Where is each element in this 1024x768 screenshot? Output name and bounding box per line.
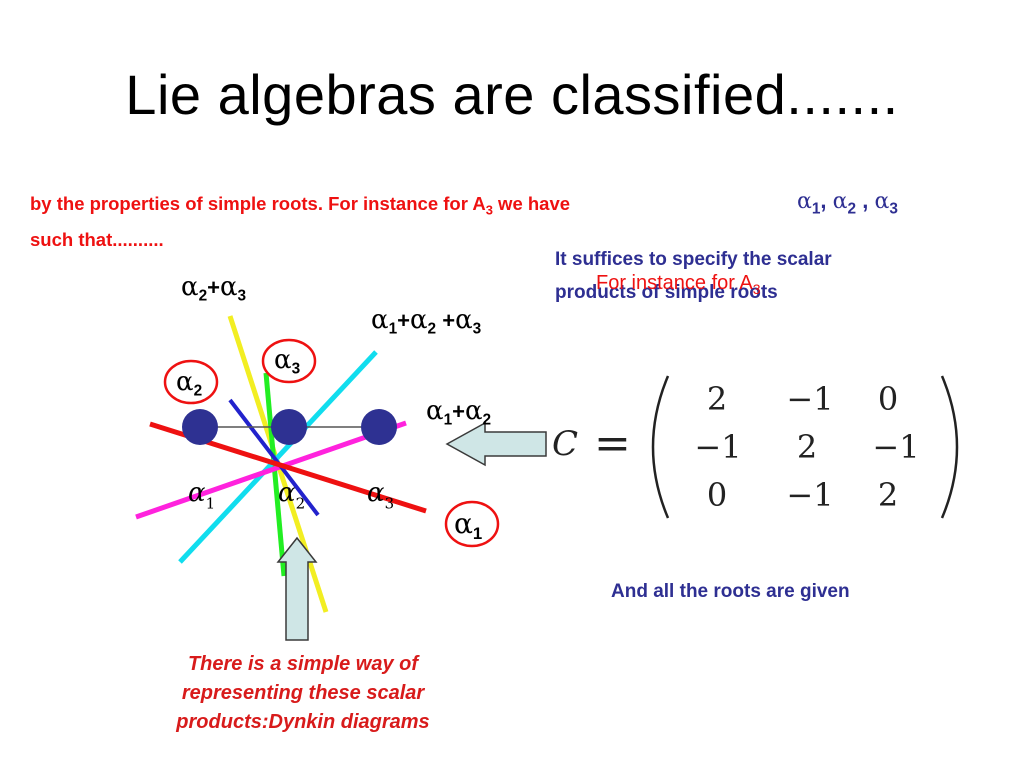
- root-line-green: [263, 372, 287, 577]
- matrix-cell: 0: [706, 476, 728, 514]
- alpha-symbol: α: [426, 396, 444, 426]
- matrix-equals: =: [594, 418, 631, 469]
- alpha-symbol: α: [797, 189, 812, 214]
- alpha-subscript: 2: [198, 287, 208, 305]
- alpha-subscript: 2: [427, 320, 437, 338]
- label-a2: α2: [176, 367, 202, 400]
- root-line-magenta: [135, 420, 407, 520]
- scalar-note-line-2: products of simple roots: [555, 282, 778, 303]
- matrix-lhs: C: [552, 424, 579, 464]
- plus-sign: +: [452, 399, 465, 424]
- alpha-subscript: 3: [291, 360, 301, 378]
- intro-line-1: by the properties of simple roots. For i…: [30, 193, 570, 218]
- highlight-ellipse-a2: [163, 359, 219, 405]
- matrix-cell: −1: [694, 428, 742, 466]
- matrix-cell: 0: [877, 380, 899, 418]
- alpha-subscript: 2: [295, 494, 306, 513]
- left-arrow: [445, 421, 547, 467]
- alpha-subscript: 2: [847, 200, 857, 218]
- alpha-subscript: 2: [482, 411, 492, 429]
- alpha-symbol: α: [371, 305, 389, 335]
- alpha-subscript: 1: [388, 320, 398, 338]
- alpha-subscript: 3: [889, 200, 898, 218]
- alpha-symbol: α: [176, 367, 194, 397]
- alpha-symbol: α: [409, 305, 428, 335]
- up-arrow: [276, 536, 318, 641]
- alpha-symbol: α: [464, 396, 483, 426]
- plus-sign: +: [436, 308, 456, 333]
- alpha-symbol: α: [274, 345, 292, 375]
- dynkin-node-label-2: α2: [278, 478, 305, 513]
- label-a1: α1: [454, 507, 482, 544]
- matrix-cell: −1: [786, 476, 834, 514]
- label-a3: α3: [274, 345, 300, 378]
- intro-text: by the properties of simple roots. For i…: [30, 193, 486, 214]
- alpha-subscript: 1: [811, 200, 821, 218]
- alpha-symbol: α: [832, 189, 848, 214]
- matrix-left-paren: [651, 375, 670, 519]
- simple-roots-list: α1, α2 , α3: [797, 188, 898, 218]
- alpha-symbol: α: [278, 478, 296, 508]
- dynkin-node-label-3: α3: [367, 478, 394, 513]
- alpha-subscript: 1: [443, 411, 453, 429]
- overlap-text: For instance for A: [596, 272, 753, 294]
- dynkin-explanation-note: There is a simple way of representing th…: [176, 653, 430, 733]
- dynkin-node-1: [182, 409, 218, 445]
- alpha-subscript: 1: [205, 494, 216, 513]
- dynkin-node-label-1: α1: [188, 478, 215, 513]
- alpha-subscript: 2: [193, 382, 203, 400]
- root-line-cyan: [178, 350, 378, 564]
- roots-given-note: And all the roots are given: [611, 581, 850, 602]
- highlight-ellipse-a1: [444, 500, 500, 548]
- matrix-cell: 2: [796, 428, 818, 466]
- matrix-cell: 2: [877, 476, 899, 514]
- matrix-cell: −1: [786, 380, 834, 418]
- dynkin-node-3: [361, 409, 397, 445]
- alpha-subscript: 3: [472, 320, 482, 338]
- alpha-subscript: 3: [237, 287, 247, 305]
- label-a2-plus-a3: α2+α3: [181, 272, 246, 305]
- intro-a-subscript: 3: [485, 202, 493, 218]
- scalar-note-line-1: It suffices to specify the scalar: [555, 249, 832, 270]
- intro-line-2: such that..........: [30, 229, 164, 250]
- overlap-subscript: 3: [752, 280, 761, 297]
- alpha-symbol: α: [874, 189, 890, 214]
- overlapping-instance-text: For instance for A3: [596, 272, 761, 297]
- alpha-symbol: α: [455, 305, 473, 335]
- alpha-symbol: α: [219, 272, 238, 302]
- plus-sign: +: [397, 308, 410, 333]
- intro-text-end: we have: [492, 193, 571, 214]
- alpha-symbol: α: [367, 478, 385, 508]
- alpha-subscript: 1: [472, 523, 483, 543]
- alpha-subscript: 3: [384, 494, 395, 513]
- matrix-cell: 2: [706, 380, 728, 418]
- highlight-ellipse-a3: [261, 338, 317, 384]
- slide-title: Lie algebras are classified.......: [125, 63, 899, 126]
- matrix-right-paren: [940, 375, 959, 519]
- alpha-symbol: α: [181, 272, 199, 302]
- alpha-symbol: α: [188, 478, 206, 508]
- dynkin-node-2: [271, 409, 307, 445]
- plus-sign: +: [207, 275, 220, 300]
- list-separator: ,: [820, 188, 827, 213]
- root-line-blue: [228, 398, 320, 517]
- label-a1-plus-a2-plus-a3: α1+α2 +α3: [371, 305, 481, 338]
- label-a1-plus-a2: α1+α2: [426, 396, 491, 429]
- matrix-cell: −1: [872, 428, 920, 466]
- alpha-symbol: α: [454, 507, 473, 540]
- list-separator: ,: [856, 188, 869, 213]
